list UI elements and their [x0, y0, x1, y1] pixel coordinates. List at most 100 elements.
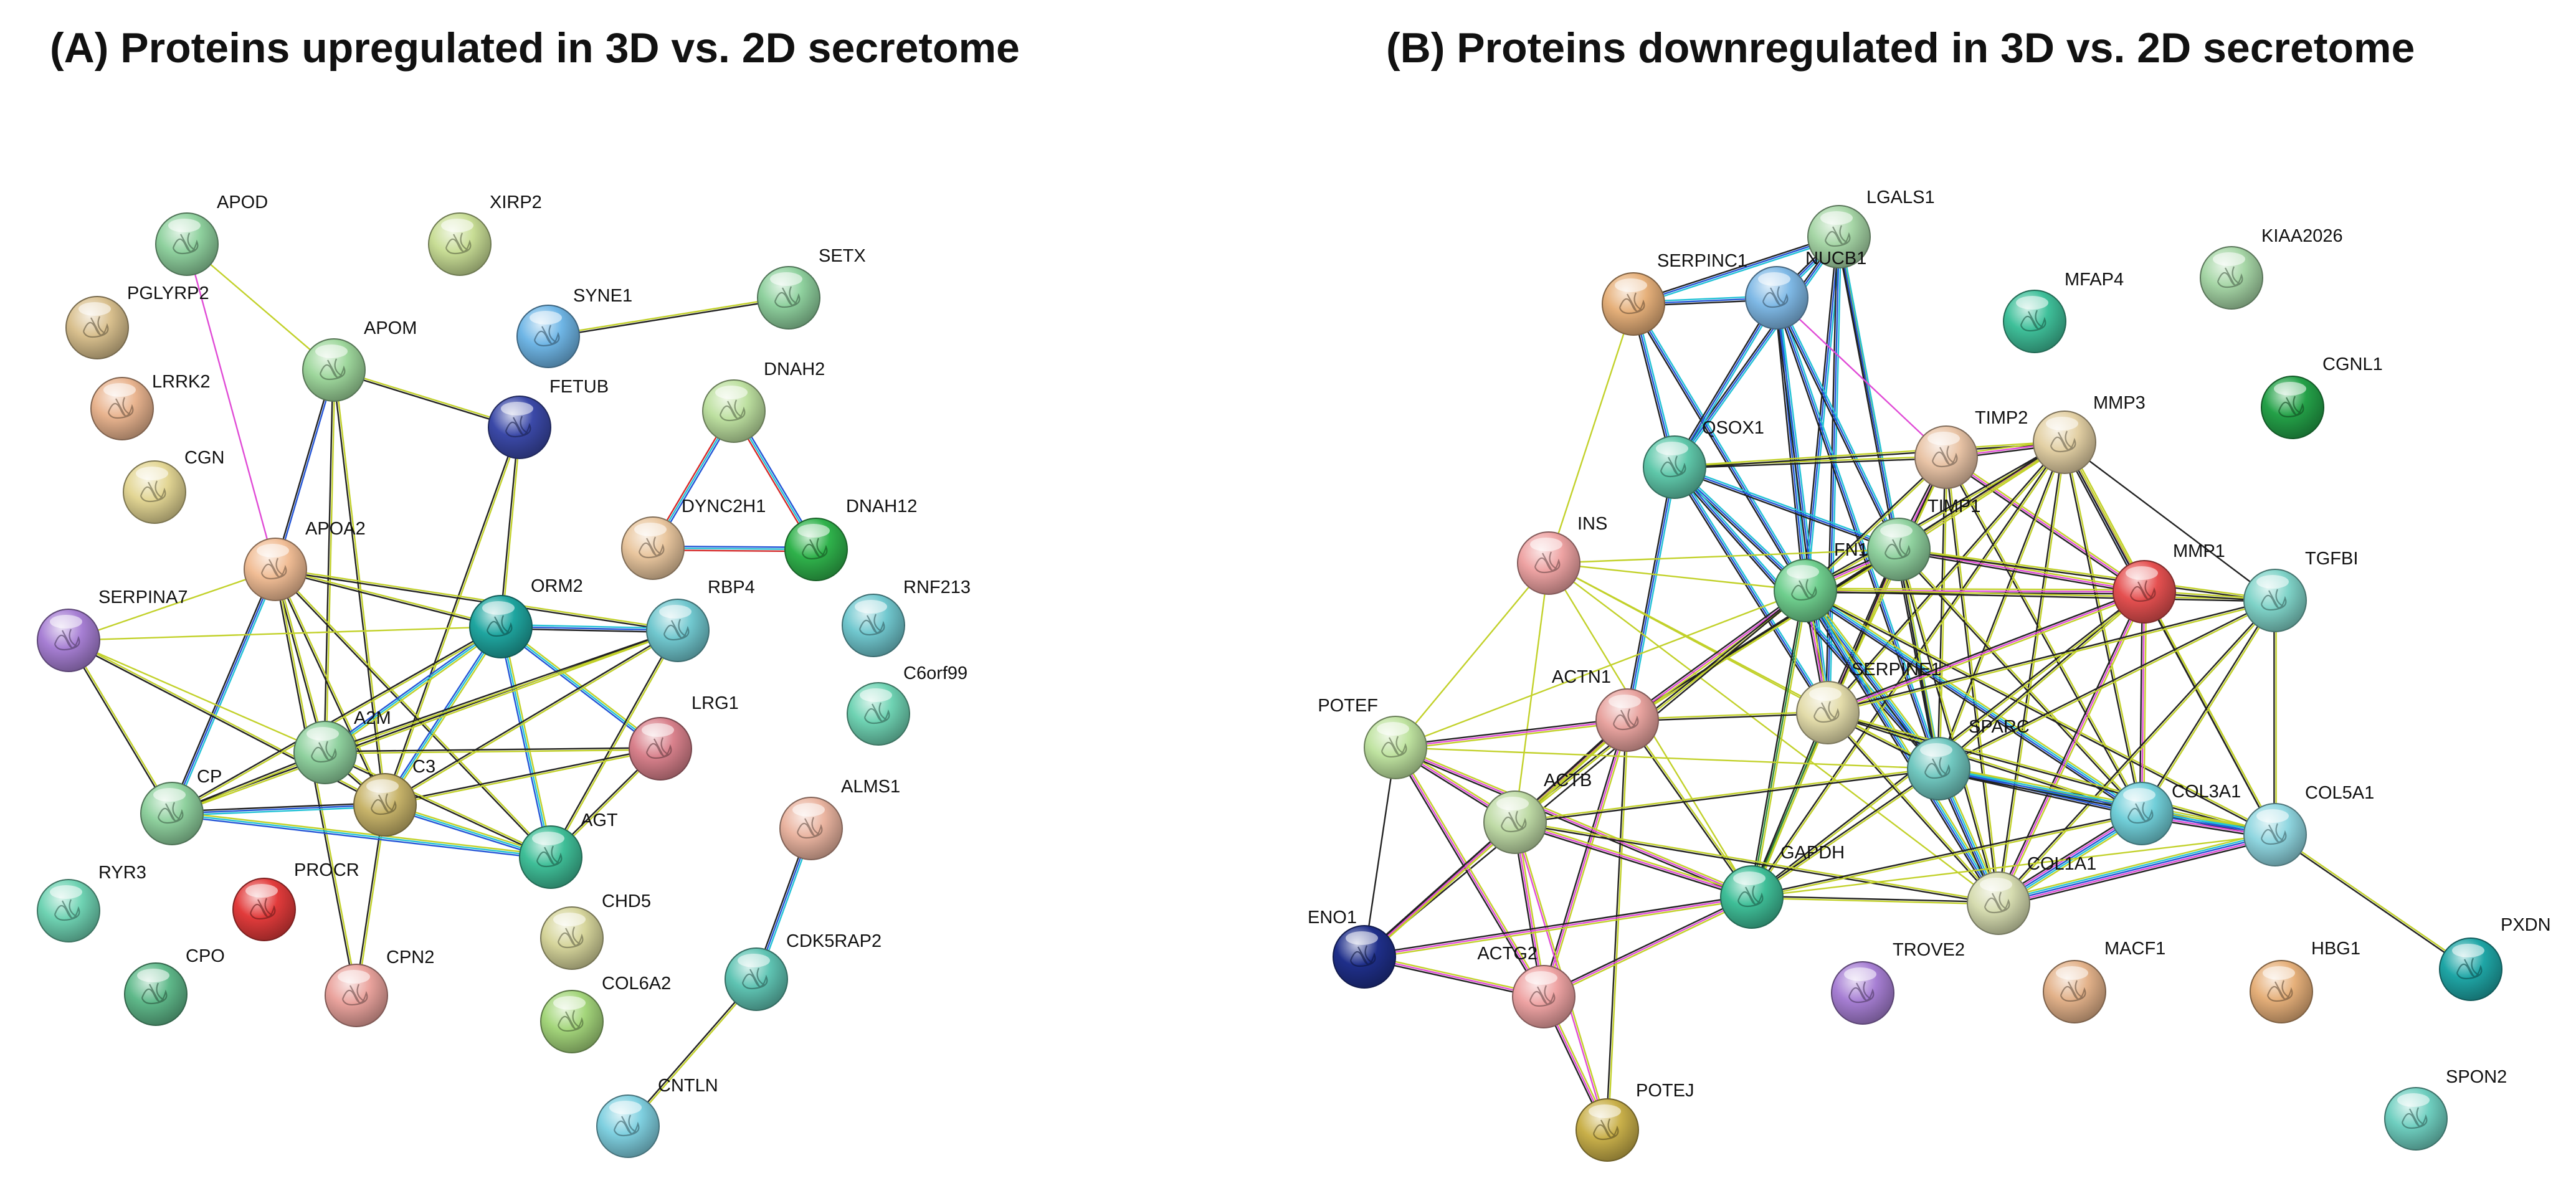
node-timp2[interactable]: TIMP2 [1914, 408, 2028, 489]
node-potej[interactable]: POTEJ [1576, 1081, 1694, 1162]
edge-line [1937, 771, 2142, 817]
node-pxdn[interactable]: PXDN [2439, 915, 2551, 1001]
node-gapdh[interactable]: GAPDH [1720, 843, 1845, 929]
node-cgnl1[interactable]: CGNL1 [2261, 354, 2383, 439]
edge-line [551, 630, 680, 858]
node-pglyrp2[interactable]: PGLYRP2 [65, 283, 209, 359]
edge-line [323, 624, 500, 752]
node-dync2h1[interactable]: DYNC2H1 [621, 496, 766, 580]
node-label: MMP1 [2173, 541, 2225, 561]
node-setx[interactable]: SETX [757, 246, 866, 330]
edge-line [1939, 600, 2276, 771]
node-timp1[interactable]: TIMP1 [1867, 496, 1980, 581]
edge-line [1674, 440, 2065, 467]
node-tgfbi[interactable]: TGFBI [2243, 549, 2358, 632]
node-cpo[interactable]: CPO [124, 946, 225, 1026]
protein-structure-icon [2050, 430, 2076, 453]
edge-line [2142, 592, 2275, 836]
node-dnah2[interactable]: DNAH2 [702, 359, 825, 443]
node-alms1[interactable]: ALMS1 [779, 777, 900, 860]
node-qsox1[interactable]: QSOX1 [1643, 418, 1764, 499]
edge-line [1628, 467, 1678, 721]
edge-line [1672, 468, 1827, 714]
edge-line [324, 752, 551, 859]
node-label: FN1 [1834, 540, 1868, 560]
edge-line [172, 630, 678, 815]
node-trove2[interactable]: TROVE2 [1831, 940, 1965, 1025]
node-highlight [257, 544, 289, 558]
node-cpn2[interactable]: CPN2 [325, 947, 434, 1027]
node-label: ACTN1 [1552, 667, 1611, 687]
edge-line [325, 747, 660, 752]
node-mmp3[interactable]: MMP3 [2033, 393, 2146, 474]
node-rnf213[interactable]: RNF213 [842, 577, 971, 657]
node-label: QSOX1 [1702, 418, 1764, 438]
node-mmp1[interactable]: MMP1 [2113, 541, 2225, 624]
edge-apod-apom [186, 244, 335, 371]
node-spon2[interactable]: SPON2 [2384, 1067, 2507, 1151]
node-nucb1[interactable]: NUCB1 [1745, 249, 1866, 330]
node-actb[interactable]: ACTB [1483, 771, 1592, 854]
edge-line [500, 626, 552, 858]
edge-line [1899, 548, 2276, 600]
node-macf1[interactable]: MACF1 [2043, 939, 2165, 1023]
node-label: PGLYRP2 [127, 283, 209, 303]
node-chd5[interactable]: CHD5 [540, 891, 651, 970]
node-highlight [137, 969, 169, 982]
node-cgn[interactable]: CGN [123, 448, 224, 524]
node-label: CP [197, 767, 222, 787]
edge-line [1804, 591, 2275, 837]
node-serpine1[interactable]: SERPINE1 [1796, 660, 1941, 744]
node-actn1[interactable]: ACTN1 [1552, 667, 1659, 752]
node-c3[interactable]: C3 [353, 757, 435, 837]
node-col3a1[interactable]: COL3A1 [2110, 782, 2241, 845]
node-lrrk2[interactable]: LRRK2 [90, 372, 211, 440]
node-xirp2[interactable]: XIRP2 [428, 192, 542, 276]
edge-line [1542, 895, 1752, 996]
node-fn1[interactable]: FN1 [1774, 540, 1868, 622]
edge-timp1-tgfbi [1898, 548, 2276, 602]
node-potef[interactable]: POTEF [1318, 696, 1427, 779]
node-syne1[interactable]: SYNE1 [516, 286, 632, 368]
node-procr[interactable]: PROCR [232, 860, 359, 941]
node-hbg1[interactable]: HBG1 [2250, 939, 2360, 1023]
node-lgals1[interactable]: LGALS1 [1807, 188, 1935, 268]
node-apoa2[interactable]: APOA2 [244, 519, 366, 601]
node-col1a1[interactable]: COL1A1 [1967, 854, 2096, 935]
node-orm2[interactable]: ORM2 [469, 576, 583, 658]
node-dnah12[interactable]: DNAH12 [784, 496, 917, 581]
edge-line [1827, 589, 2144, 712]
node-label: LRG1 [692, 693, 739, 713]
node-col5a1[interactable]: COL5A1 [2243, 783, 2374, 866]
edge-line [1805, 589, 2276, 835]
node-lrg1[interactable]: LRG1 [629, 693, 739, 781]
node-apod[interactable]: APOD [155, 192, 268, 276]
node-serpinc1[interactable]: SERPINC1 [1602, 251, 1747, 336]
node-cntln[interactable]: CNTLN [596, 1076, 718, 1158]
node-actg2[interactable]: ACTG2 [1477, 944, 1576, 1028]
edge-line [1752, 591, 1808, 898]
node-apom[interactable]: APOM [302, 318, 417, 402]
node-label: LGALS1 [1866, 188, 1935, 207]
node-rbp4[interactable]: RBP4 [646, 577, 755, 662]
node-kiaa2026[interactable]: KIAA2026 [2200, 226, 2343, 310]
node-ins[interactable]: INS [1517, 514, 1607, 595]
protein-structure-icon [1660, 455, 1686, 478]
node-cp[interactable]: CP [140, 767, 222, 845]
protein-structure-icon [249, 898, 276, 920]
node-ryr3[interactable]: RYR3 [37, 863, 146, 942]
node-serpina7[interactable]: SERPINA7 [37, 587, 188, 672]
edge-line [384, 747, 660, 805]
node-a2m[interactable]: A2M [293, 708, 391, 784]
node-mfap4[interactable]: MFAP4 [2003, 270, 2124, 353]
node-fetub[interactable]: FETUB [488, 377, 609, 459]
node-eno1[interactable]: ENO1 [1308, 908, 1396, 989]
node-sparc[interactable]: SPARC [1907, 717, 2030, 800]
edge-apom-fetub [333, 368, 520, 429]
edge-line [275, 370, 336, 570]
node-c6orf99[interactable]: C6orf99 [847, 663, 967, 746]
edge-line [1675, 442, 2065, 469]
node-col6a2[interactable]: COL6A2 [540, 974, 671, 1053]
node-agt[interactable]: AGT [519, 810, 618, 889]
node-cdk5rap2[interactable]: CDK5RAP2 [725, 931, 882, 1011]
